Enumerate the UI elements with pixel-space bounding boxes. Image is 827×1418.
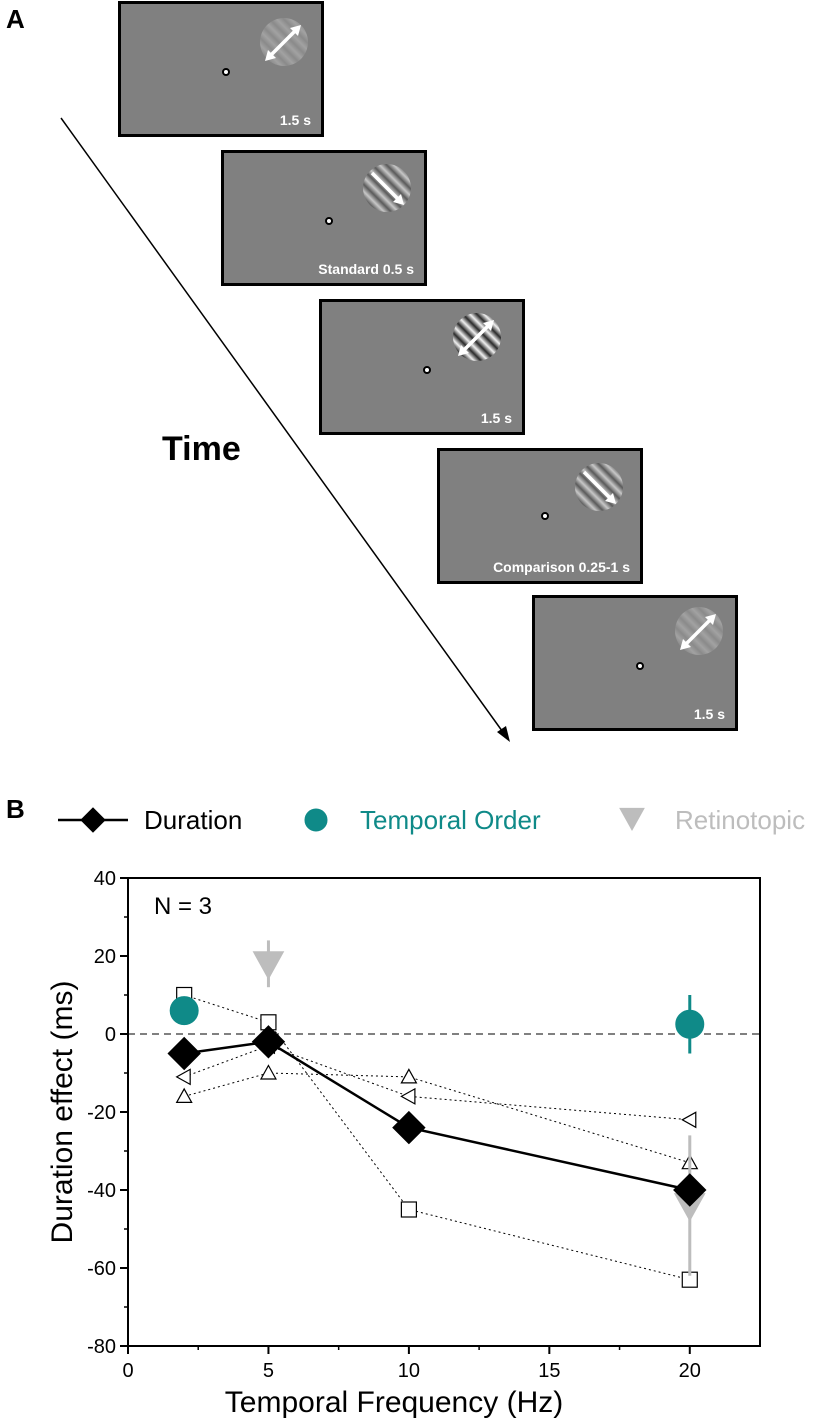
subject-point [175, 1068, 191, 1086]
time-arrow [60, 117, 510, 742]
y-axis-label: Duration effect (ms) [46, 981, 79, 1244]
duration-effect-chart: Duration Temporal Order Retinotopic -80 -60… [46, 805, 805, 1418]
stimulus-frame: 1.5 s [118, 1, 324, 137]
fixation-point [541, 512, 549, 520]
grating-stimulus [363, 164, 411, 212]
panel-a-letter: A [6, 4, 25, 34]
grating-stimulus [575, 463, 623, 511]
retinotopic-point [252, 951, 285, 980]
motion-direction-arrow [458, 320, 494, 356]
legend-temporal-order-marker [304, 808, 328, 832]
y-tick-label: 0 [105, 1024, 116, 1046]
subject-point [259, 1064, 277, 1080]
y-tick-label: 40 [94, 868, 116, 890]
panel-b-letter: B [6, 794, 25, 824]
x-tick-label: 15 [538, 1360, 560, 1382]
x-tick-label: 10 [398, 1360, 420, 1382]
y-tick-label: -80 [87, 1336, 116, 1358]
subject-point [400, 1087, 416, 1105]
subject-line [184, 994, 690, 1281]
legend-duration-marker [80, 807, 106, 833]
duration-mean-point [251, 1025, 286, 1059]
frame-duration-label: 1.5 s [279, 112, 311, 128]
fixation-point [636, 662, 644, 670]
duration-mean-line [184, 1040, 691, 1192]
motion-direction-arrow [582, 470, 616, 504]
frame-duration-label: 1.5 s [480, 410, 512, 426]
frame-duration-label: 1.5 s [693, 706, 725, 722]
stimulus-frame: Standard 0.5 s [221, 150, 427, 286]
motion-direction-arrow [680, 614, 716, 650]
x-axis-label: Temporal Frequency (Hz) [225, 1386, 563, 1418]
legend-duration-label: Duration [144, 805, 242, 835]
stimulus-frame: 1.5 s [532, 595, 738, 731]
legend-temporal-order-label: Temporal Order [360, 805, 541, 835]
sample-size-annotation: N = 3 [154, 893, 212, 920]
legend-retinotopic-marker [619, 807, 645, 832]
frame-duration-label: Standard 0.5 s [318, 261, 414, 277]
fixation-point [325, 217, 333, 225]
fixation-point [423, 366, 431, 374]
duration-mean-point [673, 1173, 707, 1207]
temporal-order-point [675, 1009, 705, 1039]
subject-point [175, 1087, 193, 1103]
subject-line [184, 1045, 690, 1121]
subject-point [400, 1201, 417, 1218]
x-tick-label: 20 [679, 1360, 701, 1382]
stimulus-frame: 1.5 s [319, 299, 525, 435]
x-tick-label: 0 [122, 1360, 133, 1382]
grating-stimulus [675, 607, 723, 655]
y-tick-label: -40 [87, 1180, 116, 1202]
y-tick-label: -60 [87, 1258, 116, 1280]
legend-retinotopic-label: Retinotopic [675, 805, 805, 835]
stimulus-frame: Comparison 0.25-1 s [437, 448, 643, 584]
grating-stimulus [453, 313, 501, 361]
fixation-point [222, 68, 230, 76]
subject-point [681, 1111, 697, 1129]
motion-direction-arrow [265, 25, 301, 61]
y-tick-label: 20 [94, 946, 116, 968]
subject-point [400, 1068, 418, 1084]
time-label: Time [162, 430, 241, 468]
grating-stimulus [260, 18, 308, 66]
motion-direction-arrow [370, 171, 404, 205]
plot-frame [127, 877, 761, 1347]
frame-duration-label: Comparison 0.25-1 s [493, 559, 630, 575]
duration-mean-point [167, 1036, 201, 1071]
x-tick-label: 5 [263, 1360, 274, 1382]
subject-line [184, 1072, 690, 1164]
temporal-order-point [169, 996, 199, 1026]
y-tick-label: -20 [87, 1102, 116, 1124]
duration-mean-point [392, 1110, 426, 1145]
